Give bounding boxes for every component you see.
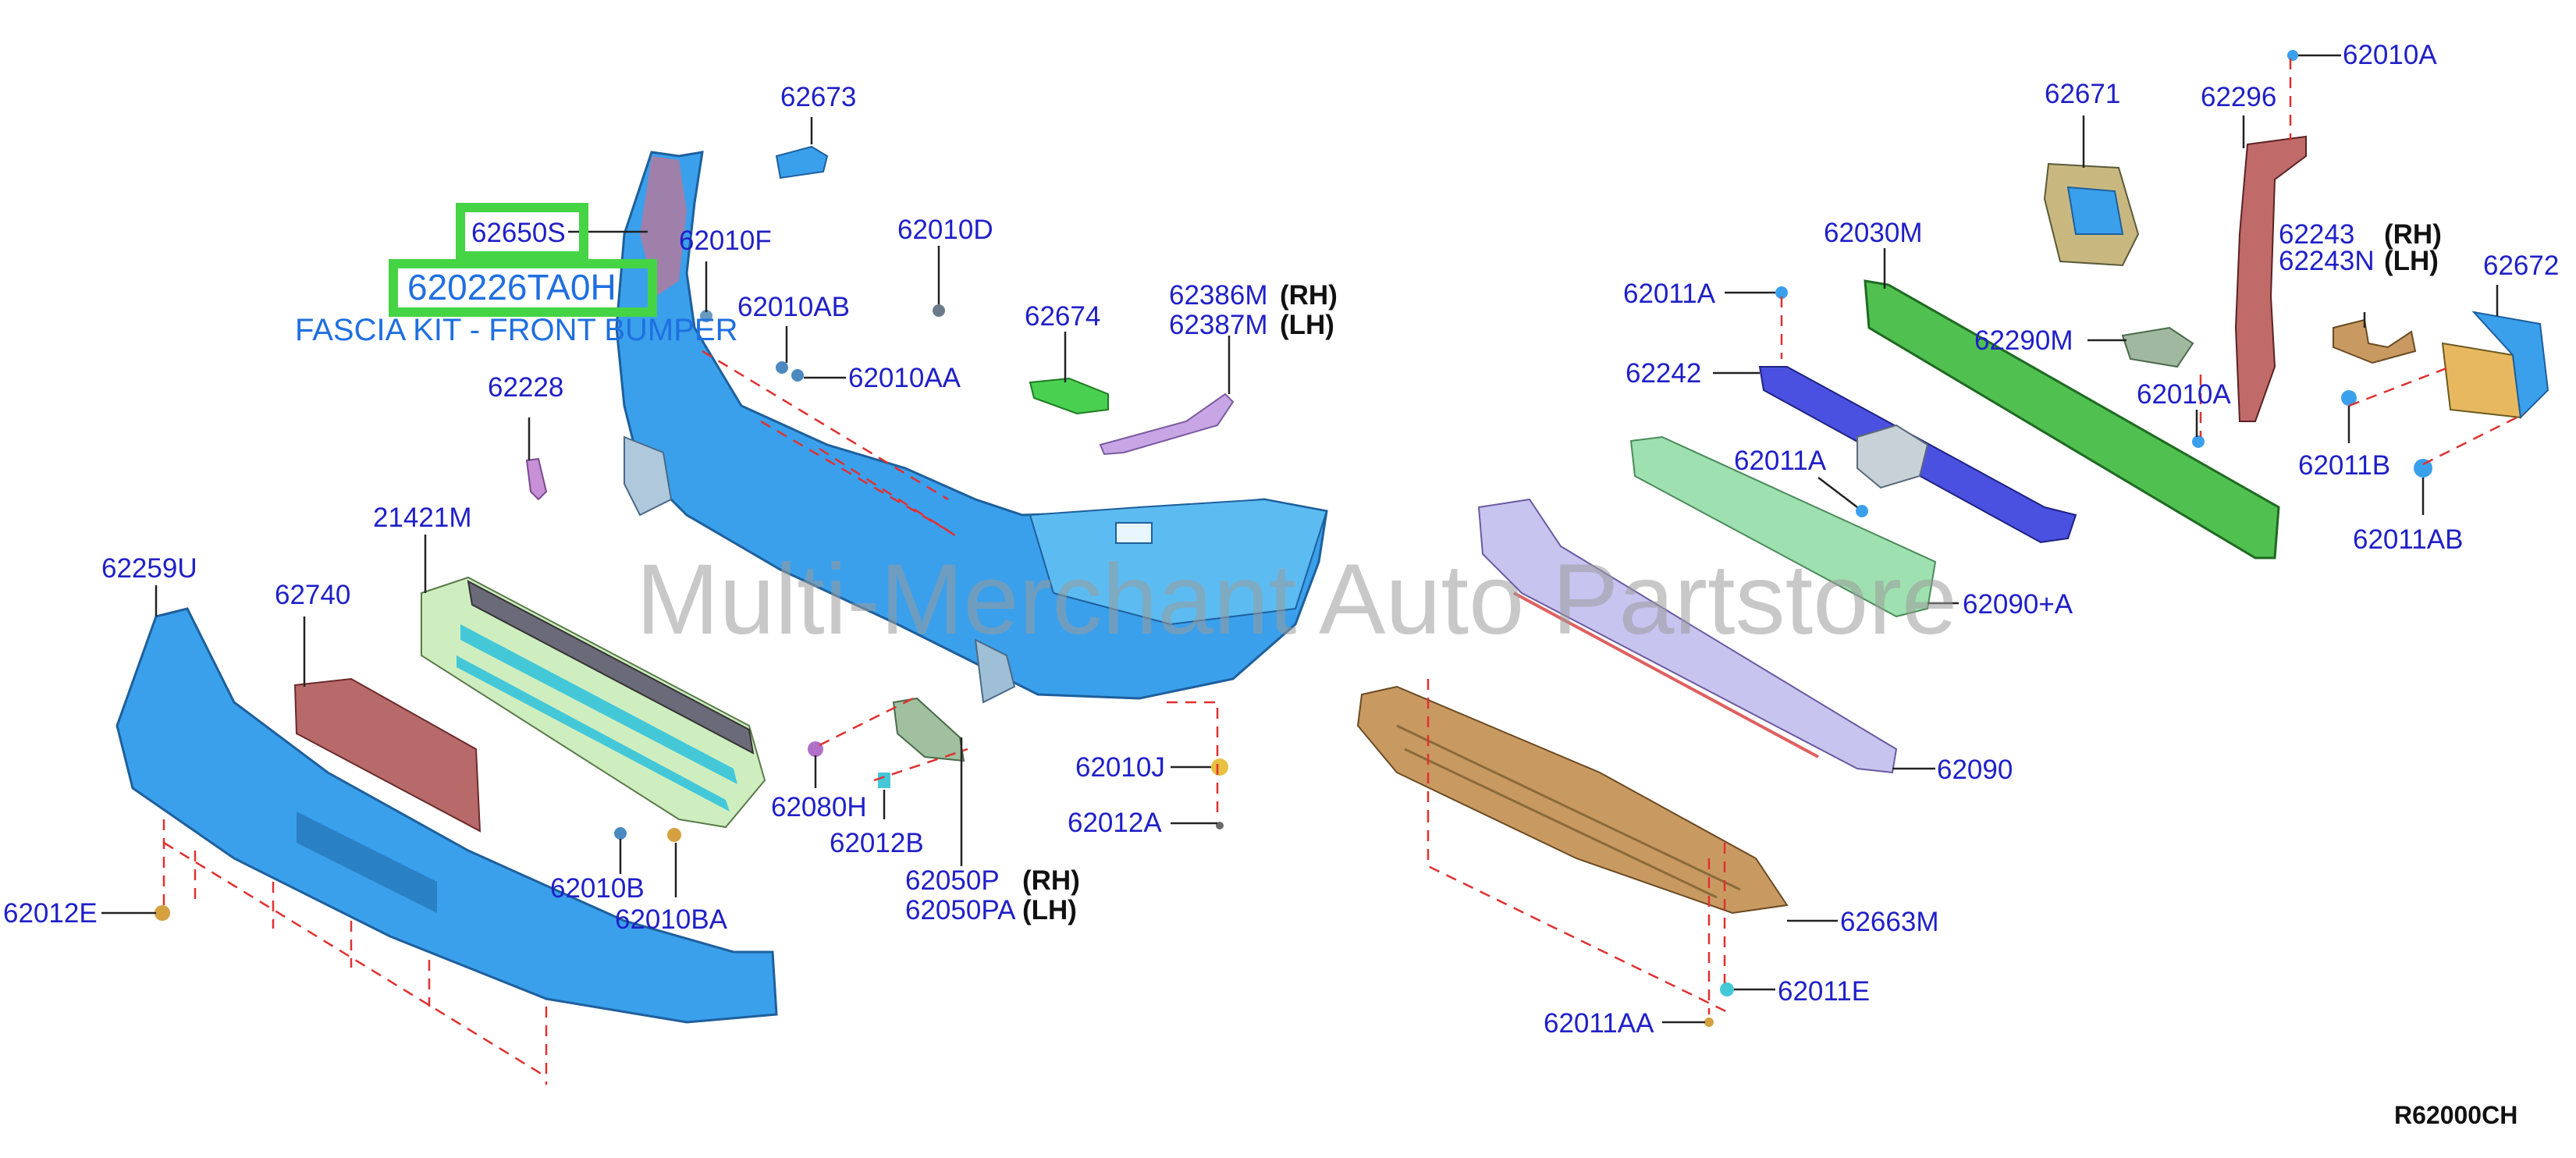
kit-number-label[interactable]: 620226TA0H (407, 267, 616, 307)
watermark-text: Multi-Merchant Auto Partstore (636, 544, 1957, 655)
part-62010ba-clip (667, 828, 681, 842)
part-62010a-top-clip (2287, 50, 2298, 61)
part-62663m-undercover (1356, 685, 1789, 915)
label-62671[interactable]: 62671 (2045, 79, 2120, 109)
part-62386m-molding (1099, 393, 1235, 456)
part-62228 (525, 457, 548, 501)
label-62011a-top[interactable]: 62011A (1623, 279, 1716, 309)
part-62011a-mid-clip (1856, 505, 1868, 517)
label-62090[interactable]: 62090 (1937, 755, 2013, 785)
label-62740[interactable]: 62740 (275, 580, 350, 610)
part-62011b-clip (2341, 390, 2357, 406)
leader-lines (101, 54, 2499, 1024)
part-62259u-lower-cover (115, 607, 778, 1024)
label-62010j[interactable]: 62010J (1075, 752, 1165, 783)
highlight-box-62650s (456, 203, 588, 261)
part-62290m-bracket (2121, 326, 2194, 368)
label-62010ab[interactable]: 62010AB (737, 292, 850, 322)
label-62050pa[interactable]: 62050PA (905, 895, 1016, 925)
label-62090a[interactable]: 62090+A (1963, 589, 2073, 620)
part-62010f-clip (700, 310, 712, 322)
part-62050p-bracket (892, 697, 965, 762)
label-62011aa[interactable]: 62011AA (1544, 1008, 1654, 1039)
label-62242[interactable]: 62242 (1626, 358, 1701, 389)
part-62296-bracket (2234, 135, 2307, 422)
part-62011aa-clip (1704, 1018, 1714, 1027)
label-62663m[interactable]: 62663M (1840, 907, 1938, 937)
label-62011b[interactable]: 62011B (2298, 450, 2390, 481)
part-62243-bracket (2333, 318, 2417, 364)
label-62650s[interactable]: 62650S (471, 218, 566, 248)
part-62010d-clip (933, 304, 945, 317)
label-62010a-top[interactable]: 62010A (2343, 40, 2437, 70)
part-62090a-absorber (1629, 435, 1937, 618)
diagram-reference-code: R62000CH (2394, 1101, 2517, 1129)
part-62011a-top-clip (1775, 286, 1788, 299)
part-62090-absorber (1477, 498, 1898, 774)
part-62672-bracket (2441, 311, 2549, 420)
side-rh-62243: (RH) (2384, 219, 2442, 250)
part-62012a-clip (1216, 822, 1224, 829)
part-62012b-clip (878, 773, 890, 788)
label-62290m[interactable]: 62290M (1974, 325, 2073, 356)
label-62010b[interactable]: 62010B (550, 873, 645, 904)
front-bumper-fascia (615, 151, 1328, 704)
side-lh-62050pa: (LH) (1022, 895, 1077, 925)
label-62387m[interactable]: 62387M (1169, 310, 1267, 340)
part-62012e-clip (155, 905, 170, 921)
label-62080h[interactable]: 62080H (771, 792, 867, 822)
part-62671-bracket (2043, 162, 2140, 267)
part-62011ab-clip (2414, 459, 2432, 478)
label-62672[interactable]: 62672 (2483, 250, 2559, 281)
label-62050p[interactable]: 62050P (905, 865, 1000, 896)
part-62010a-mid-clip (2192, 435, 2205, 448)
label-21421m[interactable]: 21421M (373, 503, 471, 533)
label-62011a-mid[interactable]: 62011A (1734, 446, 1827, 476)
label-62012b[interactable]: 62012B (830, 828, 924, 858)
part-62030m-beam (1864, 279, 2280, 559)
part-62010b-clip (614, 827, 627, 840)
label-62011ab[interactable]: 62011AB (2353, 524, 2463, 555)
part-62010ab-clip (776, 361, 788, 374)
part-62740-plate (293, 677, 481, 833)
part-62010aa-clip (791, 369, 804, 382)
label-62243n[interactable]: 62243N (2279, 246, 2375, 276)
label-62010f[interactable]: 62010F (679, 226, 772, 256)
part-21421m-grille (421, 576, 766, 829)
label-62674[interactable]: 62674 (1025, 301, 1100, 332)
label-62296[interactable]: 62296 (2201, 82, 2276, 112)
side-lh-62243n: (LH) (2384, 246, 2439, 276)
part-62010j-clip (1211, 758, 1228, 776)
label-62011e[interactable]: 62011E (1778, 976, 1870, 1007)
label-62010a-mid[interactable]: 62010A (2137, 379, 2231, 410)
part-62673-bracket (775, 145, 829, 179)
label-62259u[interactable]: 62259U (101, 553, 197, 584)
kit-description-label: FASCIA KIT - FRONT BUMPER (295, 313, 738, 347)
side-rh-62386m: (RH) (1280, 280, 1338, 311)
label-62228[interactable]: 62228 (488, 372, 563, 403)
assembly-lines (162, 59, 2525, 1085)
label-62010aa[interactable]: 62010AA (848, 363, 961, 393)
label-62012e[interactable]: 62012E (3, 898, 98, 929)
label-62030m[interactable]: 62030M (1824, 218, 1922, 248)
label-62010ba[interactable]: 62010BA (615, 904, 728, 935)
label-62012a[interactable]: 62012A (1068, 808, 1162, 838)
part-62011e-clip (1720, 982, 1734, 996)
part-62674-bracket (1029, 377, 1109, 415)
label-62010d[interactable]: 62010D (897, 215, 993, 245)
label-62386m[interactable]: 62386M (1169, 280, 1267, 311)
label-62243[interactable]: 62243 (2279, 219, 2354, 250)
highlight-box-kit (389, 259, 657, 317)
side-rh-62050p: (RH) (1022, 865, 1080, 896)
label-62673[interactable]: 62673 (780, 82, 856, 112)
side-lh-62387m: (LH) (1280, 310, 1334, 340)
